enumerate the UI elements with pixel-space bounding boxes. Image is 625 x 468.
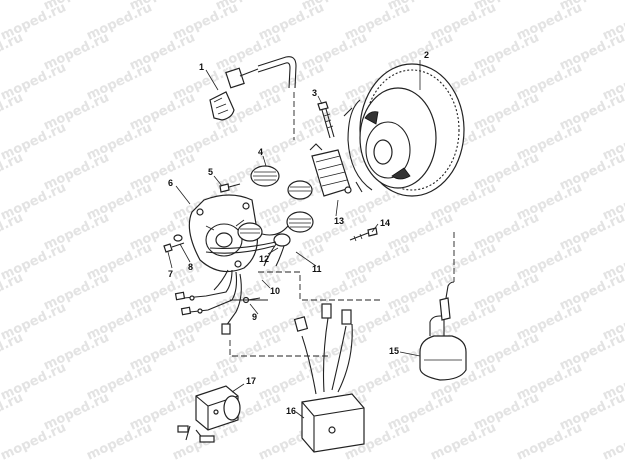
part-17-regulator bbox=[177, 385, 241, 443]
callout-9: 9 bbox=[252, 312, 257, 322]
watermark-text: moped.ru bbox=[600, 420, 625, 463]
callout-10: 10 bbox=[270, 286, 280, 296]
callout-7: 7 bbox=[168, 269, 173, 279]
watermark-text: moped.ru bbox=[0, 210, 26, 253]
callout-15: 15 bbox=[389, 346, 399, 356]
part-14-screw bbox=[349, 227, 378, 242]
part-5-screw bbox=[219, 183, 241, 193]
watermark-text: moped.ru bbox=[514, 420, 584, 463]
callout-17: 17 bbox=[246, 376, 256, 386]
callout-14: 14 bbox=[380, 218, 390, 228]
part-13-pickup-coil bbox=[309, 143, 352, 197]
callout-4: 4 bbox=[258, 147, 263, 157]
part-15-ignition-coil bbox=[419, 281, 467, 381]
part-16-cdi-unit bbox=[293, 303, 365, 453]
watermark-text: moped.ru bbox=[428, 420, 498, 463]
part-11-12-grommet-wire bbox=[205, 233, 291, 267]
part-2-flywheel bbox=[343, 63, 465, 197]
stator-wiring-harness bbox=[174, 269, 242, 335]
watermark-text: moped.ru bbox=[0, 270, 26, 313]
callout-8: 8 bbox=[188, 262, 193, 272]
callout-11: 11 bbox=[312, 264, 322, 274]
callout-5: 5 bbox=[208, 167, 213, 177]
callout-13: 13 bbox=[334, 216, 344, 226]
watermark-text: moped.ru bbox=[84, 420, 154, 463]
part-8-washer bbox=[173, 234, 183, 242]
part-1-spark-plug-cap bbox=[209, 56, 297, 121]
watermark-text: moped.ru bbox=[0, 330, 26, 373]
callout-2: 2 bbox=[424, 50, 429, 60]
callout-1: 1 bbox=[199, 62, 204, 72]
watermark-text: moped.ru bbox=[0, 150, 26, 193]
callout-12: 12 bbox=[259, 254, 269, 264]
watermark-text: moped.ru bbox=[0, 0, 26, 14]
watermark-text: moped.ru bbox=[0, 420, 69, 463]
leader-lines bbox=[167, 60, 455, 419]
watermark-text: moped.ru bbox=[0, 30, 26, 73]
callout-3: 3 bbox=[312, 88, 317, 98]
watermark-text: moped.ru bbox=[0, 390, 26, 433]
watermark-text: moped.ru bbox=[0, 90, 26, 133]
part-3-bolt bbox=[317, 101, 335, 139]
part-4-coil-windings bbox=[250, 165, 313, 200]
callout-6: 6 bbox=[168, 178, 173, 188]
part-7-screw bbox=[163, 242, 185, 253]
callout-labels: 1 2 3 4 5 6 7 8 9 10 11 12 13 14 15 16 1… bbox=[168, 50, 429, 416]
callout-16: 16 bbox=[286, 406, 296, 416]
